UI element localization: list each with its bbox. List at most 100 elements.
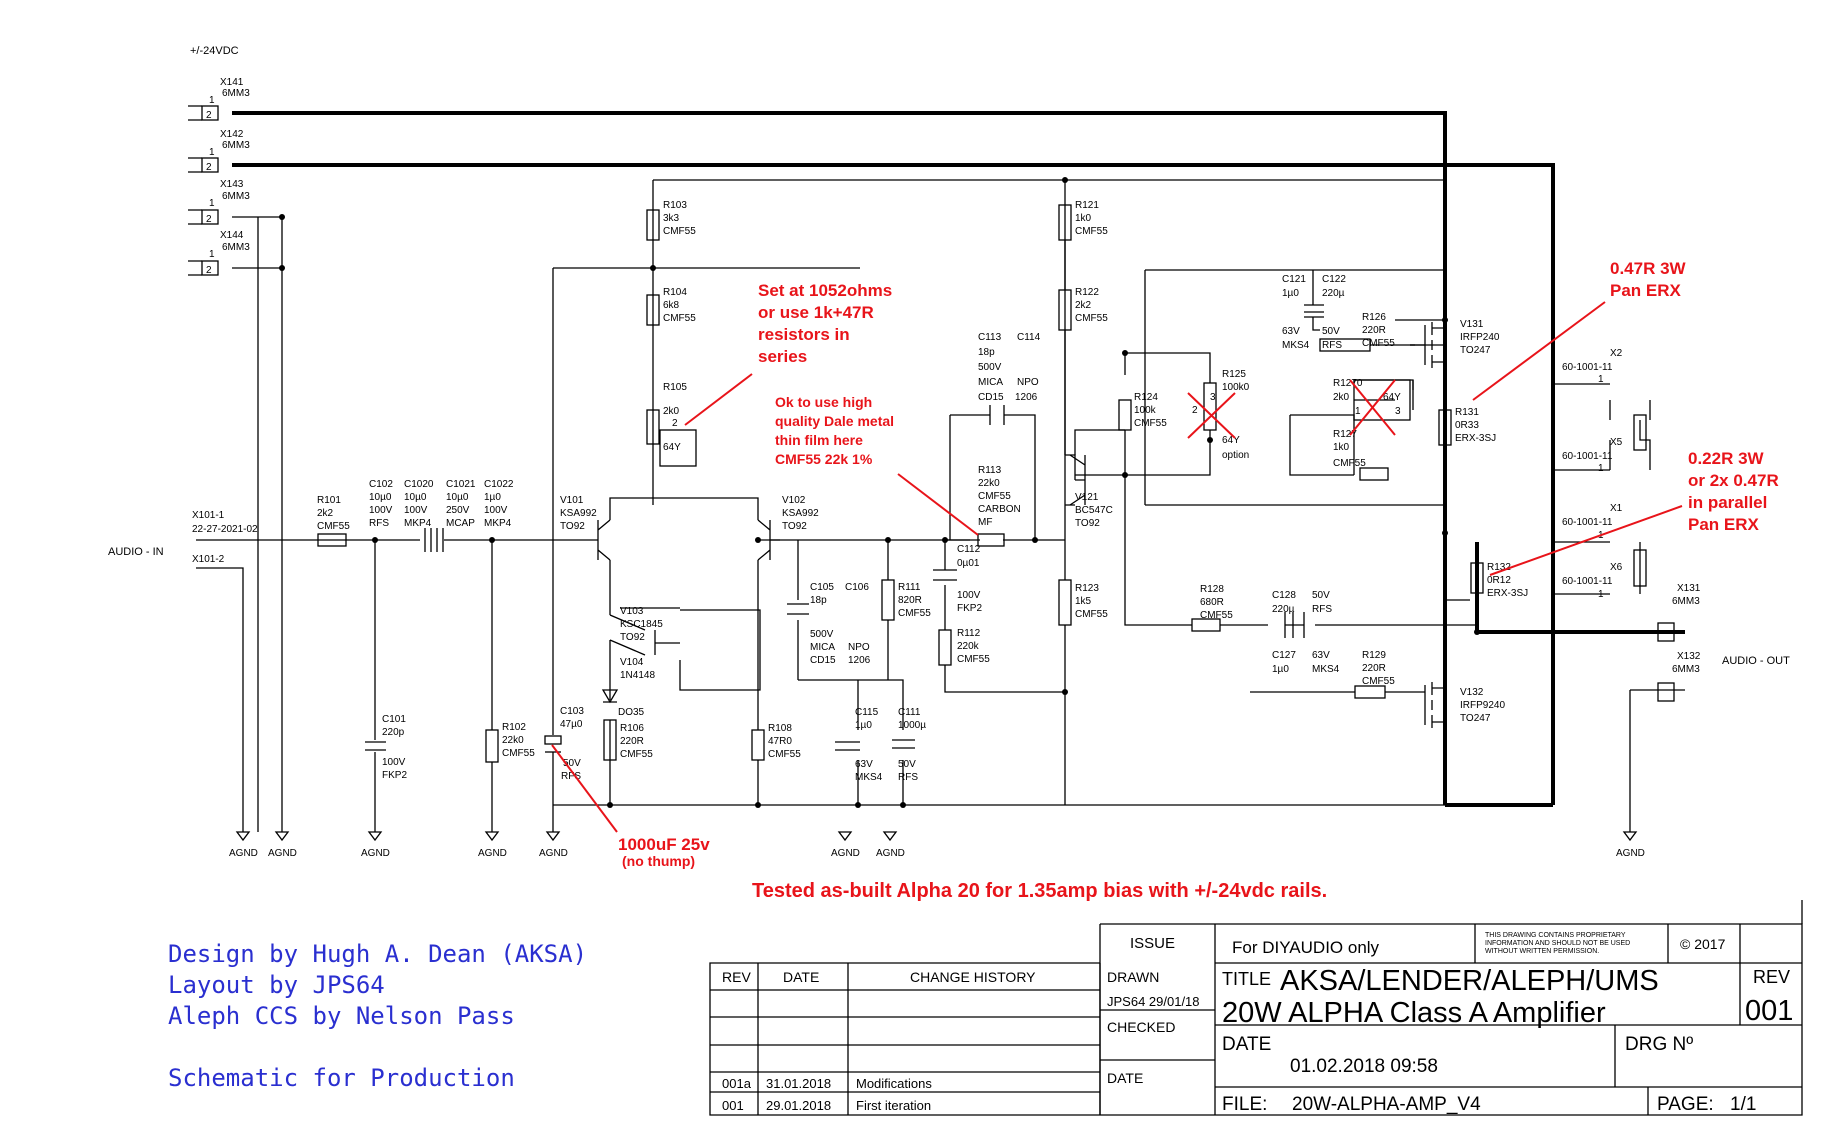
svg-text:TO92: TO92 [560, 521, 585, 532]
svg-text:REV: REV [1753, 967, 1790, 987]
capacitor-c112 [933, 569, 957, 581]
svg-text:Ok to use high: Ok to use high [775, 394, 872, 410]
svg-text:CMF55: CMF55 [1134, 418, 1167, 429]
svg-text:C101: C101 [382, 714, 406, 725]
resistor-r103 [646, 209, 660, 241]
svg-text:C115: C115 [855, 707, 879, 718]
transistor-v121 [1069, 454, 1086, 506]
svg-text:63V: 63V [1312, 650, 1330, 661]
svg-text:KSA992: KSA992 [560, 508, 597, 519]
svg-text:C114: C114 [1017, 332, 1041, 343]
capacitor-c113 [989, 405, 1005, 425]
svg-text:CMF55: CMF55 [663, 313, 696, 324]
svg-text:1: 1 [1355, 406, 1361, 417]
svg-text:in parallel: in parallel [1688, 493, 1767, 512]
svg-text:220µ: 220µ [1322, 288, 1345, 299]
svg-text:V101: V101 [560, 495, 584, 506]
svg-text:63V: 63V [855, 759, 873, 770]
resistor-r122 [1058, 289, 1072, 331]
svg-text:50V: 50V [898, 759, 916, 770]
svg-text:TITLE: TITLE [1222, 969, 1271, 989]
svg-text:C1021: C1021 [446, 479, 476, 490]
svg-text:50V: 50V [1312, 590, 1330, 601]
resistor-r124 [1118, 399, 1132, 431]
svg-text:RFS: RFS [561, 771, 581, 782]
svg-text:6MM3: 6MM3 [222, 191, 250, 202]
connector-x142: X142 1 6MM3 2 [188, 129, 250, 173]
resistor-r121 [1058, 204, 1072, 241]
svg-text:MF: MF [978, 517, 992, 528]
svg-text:1: 1 [209, 95, 215, 106]
svg-text:FKP2: FKP2 [957, 603, 982, 614]
svg-text:KSA992: KSA992 [782, 508, 819, 519]
svg-text:680R: 680R [1200, 597, 1224, 608]
note-dale-metal: Ok to use high quality Dale metal thin f… [775, 394, 979, 536]
svg-text:1: 1 [1598, 463, 1604, 474]
svg-text:JPS64 29/01/18: JPS64 29/01/18 [1107, 994, 1200, 1009]
svg-text:TO247: TO247 [1460, 713, 1491, 724]
svg-text:R123: R123 [1075, 583, 1099, 594]
svg-text:CMF55: CMF55 [957, 654, 990, 665]
credits: Design by Hugh A. Dean (AKSA) Layout by … [168, 940, 587, 1092]
svg-text:CD15: CD15 [978, 392, 1004, 403]
svg-text:C113: C113 [978, 332, 1002, 343]
svg-text:MKS4: MKS4 [855, 772, 883, 783]
audio-out-label: AUDIO - OUT [1722, 655, 1790, 667]
svg-text:CMF55: CMF55 [1075, 609, 1108, 620]
title-sub: 20W ALPHA Class A Amplifier [1222, 997, 1606, 1029]
svg-text:ERX-3SJ: ERX-3SJ [1455, 433, 1496, 444]
svg-text:X101-1: X101-1 [192, 510, 225, 521]
svg-text:18p: 18p [810, 595, 827, 606]
svg-text:1µ0: 1µ0 [1282, 288, 1299, 299]
supply-connectors: +/-24VDC X141 1 6MM3 2 X142 1 6MM3 2 X14… [188, 45, 250, 276]
svg-text:R126: R126 [1362, 312, 1386, 323]
pot-r105 [646, 409, 660, 445]
ground-label: AGND [361, 848, 390, 859]
svg-text:X2: X2 [1610, 348, 1623, 359]
capacitor-c128 [1284, 612, 1305, 638]
svg-text:NPO: NPO [1017, 377, 1039, 388]
svg-text:CMF55: CMF55 [1362, 338, 1395, 349]
svg-text:resistors in: resistors in [758, 325, 850, 344]
svg-text:18p: 18p [978, 347, 995, 358]
svg-text:ERX-3SJ: ERX-3SJ [1487, 588, 1528, 599]
svg-text:C105: C105 [810, 582, 834, 593]
svg-text:R132: R132 [1487, 562, 1511, 573]
svg-text:C127: C127 [1272, 650, 1296, 661]
wiring [196, 111, 1685, 832]
svg-text:60-1001-11: 60-1001-11 [1562, 517, 1613, 528]
svg-text:100V: 100V [369, 505, 393, 516]
svg-text:10µ0: 10µ0 [369, 492, 392, 503]
capacitor-c111 [892, 739, 915, 749]
svg-text:C106: C106 [845, 582, 869, 593]
resistor-r104 [646, 294, 660, 326]
svg-text:CARBON: CARBON [978, 504, 1021, 515]
svg-text:RFS: RFS [1322, 340, 1342, 351]
svg-text:Layout by JPS64: Layout by JPS64 [168, 971, 385, 999]
svg-text:X142: X142 [220, 129, 244, 140]
ground-label: AGND [831, 848, 860, 859]
svg-text:100V: 100V [404, 505, 428, 516]
svg-text:01.02.2018 09:58: 01.02.2018 09:58 [1290, 1056, 1438, 1077]
note-047r: 0.47R 3W Pan ERX [1472, 259, 1687, 401]
svg-text:47µ0: 47µ0 [560, 719, 583, 730]
note-1000uf: 1000uF 25v (no thump) [551, 744, 710, 869]
svg-text:1k5: 1k5 [1075, 596, 1092, 607]
svg-text:or use 1k+47R: or use 1k+47R [758, 303, 874, 322]
svg-text:INFORMATION AND SHOULD NOT BE: INFORMATION AND SHOULD NOT BE USED [1485, 940, 1630, 947]
svg-text:820R: 820R [898, 595, 922, 606]
svg-text:X1: X1 [1610, 503, 1623, 514]
svg-text:100V: 100V [382, 757, 406, 768]
